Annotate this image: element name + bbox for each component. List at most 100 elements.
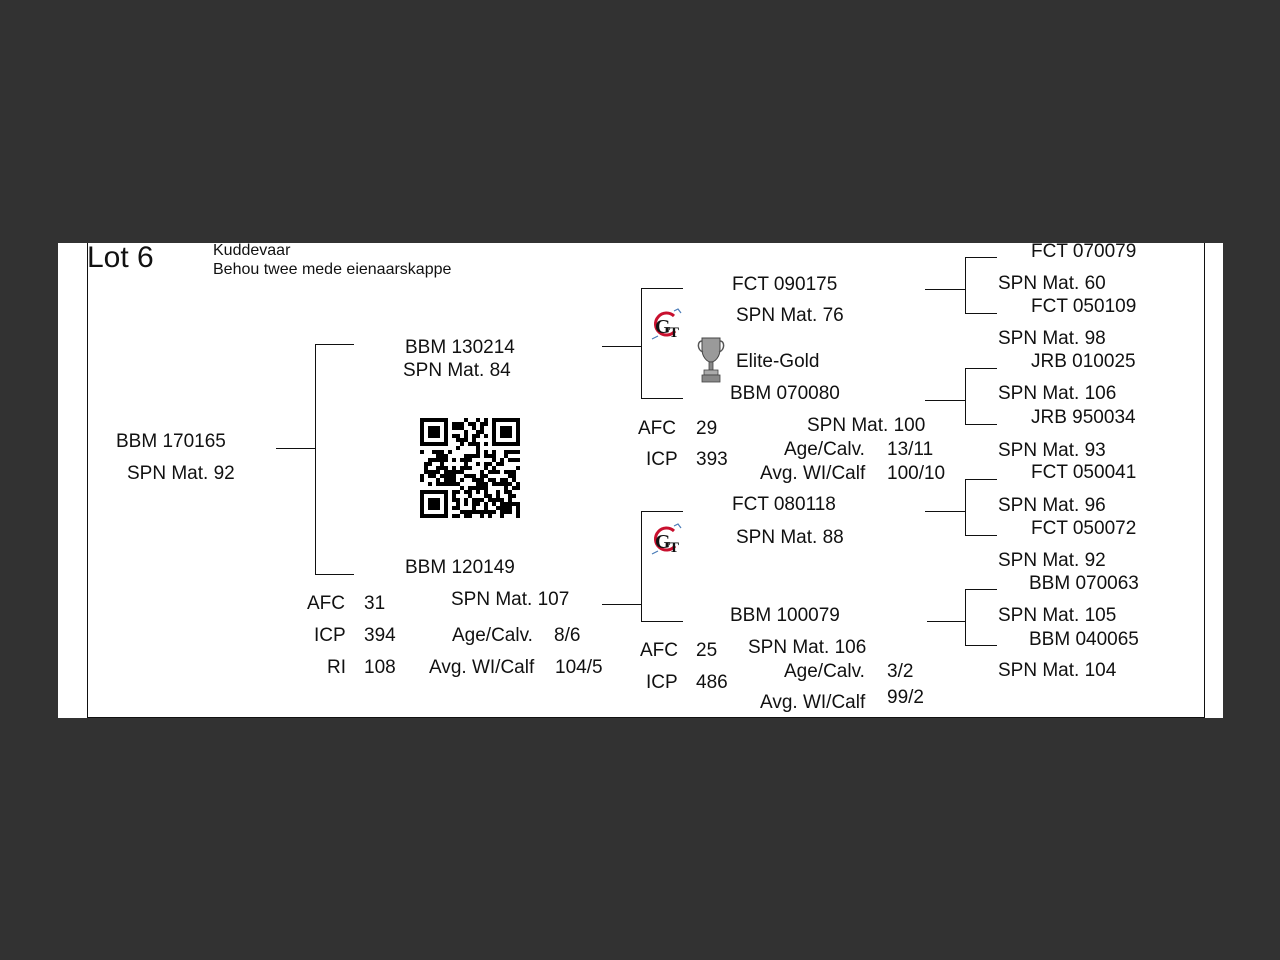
connector: [641, 288, 642, 399]
ggp-spn: SPN Mat. 96: [998, 495, 1106, 516]
sire-sire-id: FCT 090175: [732, 274, 838, 295]
dam-dam-icp: 486: [696, 672, 728, 693]
connector: [965, 257, 997, 258]
gt-logo-icon: G T: [651, 308, 682, 341]
lot-title: Lot 6: [87, 243, 154, 274]
dam-dam-age-label: Age/Calv.: [784, 661, 865, 682]
dam-icp: 394: [364, 625, 396, 646]
ggp-id: BBM 070063: [1029, 573, 1139, 594]
connector: [927, 621, 965, 622]
sire-dam-age-label: Age/Calv.: [784, 439, 865, 460]
svg-text:G: G: [655, 316, 671, 338]
lot-subtitle: Kuddevaar: [213, 243, 291, 259]
qr-code-icon: [420, 418, 520, 518]
ggp-spn: SPN Mat. 93: [998, 440, 1106, 461]
connector: [602, 346, 641, 347]
connector: [965, 589, 966, 646]
ggp-id: JRB 950034: [1031, 407, 1136, 428]
connector: [315, 344, 316, 575]
connector: [315, 344, 354, 345]
connector: [965, 479, 997, 480]
connector: [965, 368, 997, 369]
sire-dam-icp: 393: [696, 449, 728, 470]
dam-sire-spn: SPN Mat. 88: [736, 527, 844, 548]
connector: [641, 511, 642, 622]
dam-dam-spn: SPN Mat. 106: [748, 637, 867, 658]
connector: [965, 645, 997, 646]
dam-dam-age: 3/2: [887, 661, 914, 682]
dam-afc: 31: [364, 593, 386, 614]
svg-text:T: T: [669, 325, 679, 341]
ggp-spn: SPN Mat. 92: [998, 550, 1106, 571]
subject-spn: SPN Mat. 92: [127, 463, 235, 484]
sire-dam-wi: 100/10: [887, 463, 946, 484]
dam-age-label: Age/Calv.: [452, 625, 533, 646]
ggp-id: FCT 050072: [1031, 518, 1137, 539]
sire-dam-afc-label: AFC: [638, 418, 676, 439]
subject-id: BBM 170165: [116, 431, 226, 452]
ggp-spn: SPN Mat. 104: [998, 660, 1117, 681]
connector: [315, 574, 354, 575]
dam-id: BBM 120149: [405, 557, 515, 578]
sire-dam-icp-label: ICP: [646, 449, 678, 470]
connector: [965, 257, 966, 314]
ggp-spn: SPN Mat. 105: [998, 605, 1117, 626]
dam-ri: 108: [364, 657, 396, 678]
sire-dam-id: BBM 070080: [730, 383, 840, 404]
ggp-id: BBM 040065: [1029, 629, 1139, 650]
ggp-id: FCT 070079: [1031, 243, 1137, 262]
ggp-id: JRB 010025: [1031, 351, 1136, 372]
dam-dam-icp-label: ICP: [646, 672, 678, 693]
connector: [965, 589, 997, 590]
connector: [965, 313, 997, 314]
connector: [641, 398, 683, 399]
award-label: Elite-Gold: [736, 351, 820, 372]
dam-dam-wi-label: Avg. WI/Calf: [760, 692, 866, 713]
connector: [925, 289, 965, 290]
sire-dam-spn: SPN Mat. 100: [807, 415, 926, 436]
svg-text:G: G: [655, 531, 671, 553]
ggp-spn: SPN Mat. 60: [998, 273, 1106, 294]
connector: [965, 368, 966, 425]
trophy-icon: [697, 337, 725, 383]
connector: [641, 621, 683, 622]
sire-dam-age: 13/11: [887, 439, 934, 460]
connector: [641, 288, 683, 289]
connector: [602, 604, 641, 605]
gt-logo-icon: G T: [651, 523, 682, 556]
sire-sire-spn: SPN Mat. 76: [736, 305, 844, 326]
left-border: [87, 243, 88, 718]
dam-dam-wi: 99/2: [887, 687, 924, 708]
connector: [965, 535, 997, 536]
sire-dam-afc: 29: [696, 418, 718, 439]
bottom-border: [87, 717, 1205, 718]
connector: [641, 511, 683, 512]
dam-wi-label: Avg. WI/Calf: [429, 657, 535, 678]
dam-spn: SPN Mat. 107: [451, 589, 570, 610]
connector: [276, 448, 315, 449]
dam-icp-label: ICP: [314, 625, 346, 646]
connector: [925, 400, 965, 401]
connector: [925, 511, 965, 512]
svg-text:T: T: [669, 540, 679, 556]
lot-note: Behou twee mede eienaarskappe: [213, 261, 452, 278]
connector: [965, 479, 966, 536]
ggp-spn: SPN Mat. 106: [998, 383, 1117, 404]
dam-dam-id: BBM 100079: [730, 605, 840, 626]
ggp-spn: SPN Mat. 98: [998, 328, 1106, 349]
dam-dam-afc: 25: [696, 640, 718, 661]
dam-afc-label: AFC: [307, 593, 345, 614]
right-border: [1204, 243, 1205, 718]
ggp-id: FCT 050109: [1031, 296, 1137, 317]
pedigree-sheet: Lot 6 Kuddevaar Behou twee mede eienaars…: [58, 243, 1223, 718]
connector: [965, 424, 997, 425]
dam-dam-afc-label: AFC: [640, 640, 678, 661]
ggp-id: FCT 050041: [1031, 462, 1137, 483]
dam-sire-id: FCT 080118: [732, 494, 836, 515]
dam-wi: 104/5: [555, 657, 603, 678]
sire-dam-wi-label: Avg. WI/Calf: [760, 463, 866, 484]
sire-id: BBM 130214: [405, 337, 515, 358]
dam-ri-label: RI: [327, 657, 346, 678]
sire-spn: SPN Mat. 84: [403, 360, 511, 381]
dam-age: 8/6: [554, 625, 581, 646]
